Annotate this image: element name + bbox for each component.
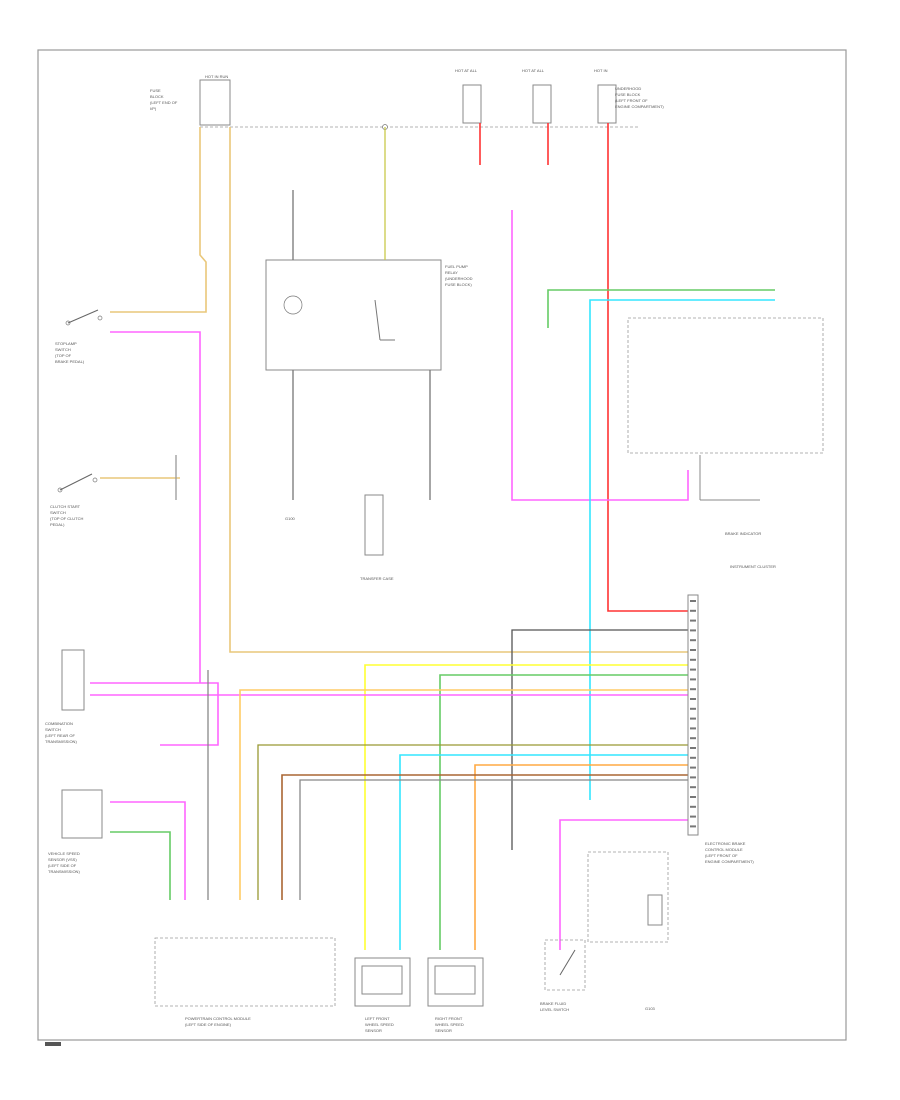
ebcm-pin <box>690 805 696 808</box>
svg-text:ENGINE COMPARTMENT): ENGINE COMPARTMENT) <box>705 859 754 864</box>
svg-text:(TOP OF: (TOP OF <box>55 353 72 358</box>
svg-text:RELAY: RELAY <box>445 270 458 275</box>
ebcm-pin <box>690 756 696 759</box>
ebcm-pin <box>690 776 696 779</box>
svg-text:FUSE BLOCK: FUSE BLOCK <box>615 92 641 97</box>
svg-text:(LEFT SIDE OF ENGINE): (LEFT SIDE OF ENGINE) <box>185 1022 232 1027</box>
svg-text:HOT IN: HOT IN <box>594 68 608 73</box>
ebcm-pin <box>690 658 696 661</box>
brake-fluid-level-switch: BRAKE FLUID LEVEL SWITCH <box>540 939 586 1012</box>
svg-text:PEDAL): PEDAL) <box>50 522 65 527</box>
svg-text:BRAKE PEDAL): BRAKE PEDAL) <box>55 359 85 364</box>
clutch-start-switch: CLUTCH START SWITCH (TOP OF CLUTCH PEDAL… <box>50 473 98 527</box>
svg-text:WHEEL SPEED: WHEEL SPEED <box>435 1022 464 1027</box>
svg-text:(LEFT SIDE OF: (LEFT SIDE OF <box>48 863 77 868</box>
svg-text:ELECTRONIC BRAKE: ELECTRONIC BRAKE <box>705 841 746 846</box>
svg-text:WHEEL SPEED: WHEEL SPEED <box>365 1022 394 1027</box>
ebcm-pin <box>690 717 696 720</box>
svg-text:HOT IN RUN: HOT IN RUN <box>205 74 228 79</box>
ground-g100: G100 <box>285 516 296 521</box>
ebcm-pin <box>690 815 696 818</box>
svg-text:(TOP OF CLUTCH: (TOP OF CLUTCH <box>50 516 84 521</box>
svg-text:HOT AT ALL: HOT AT ALL <box>522 68 545 73</box>
svg-text:CLUTCH START: CLUTCH START <box>50 504 81 509</box>
svg-text:G103: G103 <box>645 1006 656 1011</box>
svg-text:LEFT FRONT: LEFT FRONT <box>365 1016 390 1021</box>
svg-text:BLOCK: BLOCK <box>150 94 164 99</box>
svg-text:LEVEL SWITCH: LEVEL SWITCH <box>540 1007 569 1012</box>
instrument-cluster: INSTRUMENT CLUSTER BRAKE INDICATOR <box>627 317 824 569</box>
svg-text:(LEFT REAR OF: (LEFT REAR OF <box>45 733 75 738</box>
svg-text:SWITCH: SWITCH <box>50 510 66 515</box>
svg-text:(LEFT FRONT OF: (LEFT FRONT OF <box>615 98 648 103</box>
ebcm-pin <box>690 786 696 789</box>
svg-text:COMBINATION: COMBINATION <box>45 721 73 726</box>
ebcm-pin <box>690 668 696 671</box>
wiring-harness: FUEL PUMP RELAY (UNDERHOOD FUSE BLOCK) <box>90 123 775 950</box>
ebcm-pin <box>690 796 696 798</box>
ebcm-pin <box>690 698 696 700</box>
ground-g103: G103 <box>587 851 669 1011</box>
svg-text:POWERTRAIN CONTROL MODULE: POWERTRAIN CONTROL MODULE <box>185 1016 251 1021</box>
svg-text:(UNDERHOOD: (UNDERHOOD <box>445 276 473 281</box>
svg-text:UNDERHOOD: UNDERHOOD <box>615 86 641 91</box>
svg-text:SWITCH: SWITCH <box>55 347 71 352</box>
ebcm-pin <box>690 688 696 691</box>
ebcm-pin <box>690 600 696 602</box>
ebcm-pin <box>690 737 696 740</box>
svg-text:(LEFT FRONT OF: (LEFT FRONT OF <box>705 853 738 858</box>
ebcm-pin <box>690 619 696 622</box>
left-front-wheel-speed-sensor: LEFT FRONT WHEEL SPEED SENSOR <box>354 957 411 1033</box>
svg-text:I/P): I/P) <box>150 106 157 111</box>
ebcm-pin <box>690 825 696 828</box>
fuse-block: HOT IN RUN HOT AT ALL HOT AT ALL HOT IN … <box>150 68 664 130</box>
ebcm-pin <box>690 766 696 769</box>
svg-text:(LEFT END OF: (LEFT END OF <box>150 100 178 105</box>
right-front-wheel-speed-sensor: RIGHT FRONT WHEEL SPEED SENSOR <box>427 957 484 1033</box>
ebcm-pin <box>690 609 696 612</box>
svg-text:BRAKE INDICATOR: BRAKE INDICATOR <box>725 531 761 536</box>
powertrain-control-module: POWERTRAIN CONTROL MODULE (LEFT SIDE OF … <box>154 937 336 1027</box>
svg-text:SENSOR: SENSOR <box>435 1028 452 1033</box>
svg-text:SENSOR (VSS): SENSOR (VSS) <box>48 857 77 862</box>
ebcm-pin <box>690 678 696 681</box>
svg-text:INSTRUMENT CLUSTER: INSTRUMENT CLUSTER <box>730 564 776 569</box>
ground-transfer: TRANSFER CASE <box>360 494 394 581</box>
svg-text:RIGHT FRONT: RIGHT FRONT <box>435 1016 463 1021</box>
ebcm-pin <box>690 747 696 749</box>
svg-text:SENSOR: SENSOR <box>365 1028 382 1033</box>
transmission-range-switch: COMBINATION SWITCH (LEFT REAR OF TRANSMI… <box>45 649 85 744</box>
stoplamp-switch: STOPLAMP SWITCH (TOP OF BRAKE PEDAL) <box>55 309 103 364</box>
svg-text:TRANSMISSION): TRANSMISSION) <box>48 869 80 874</box>
svg-text:FUSE: FUSE <box>150 88 161 93</box>
svg-text:ENGINE COMPARTMENT): ENGINE COMPARTMENT) <box>615 104 664 109</box>
svg-text:FUEL PUMP: FUEL PUMP <box>445 264 468 269</box>
ebcm-pin <box>690 727 696 730</box>
svg-text:TRANSFER CASE: TRANSFER CASE <box>360 576 394 581</box>
svg-text:HOT AT ALL: HOT AT ALL <box>455 68 478 73</box>
svg-text:VEHICLE SPEED: VEHICLE SPEED <box>48 851 80 856</box>
ebcm-pin <box>690 649 696 651</box>
svg-text:CONTROL MODULE: CONTROL MODULE <box>705 847 743 852</box>
svg-text:G100: G100 <box>285 516 296 521</box>
vehicle-speed-sensor: VEHICLE SPEED SENSOR (VSS) (LEFT SIDE OF… <box>48 789 103 874</box>
svg-text:STOPLAMP: STOPLAMP <box>55 341 77 346</box>
electronic-brake-control-module: ELECTRONIC BRAKE CONTROL MODULE (LEFT FR… <box>687 594 754 864</box>
diagram-frame <box>37 49 847 1041</box>
svg-text:SWITCH: SWITCH <box>45 727 61 732</box>
ebcm-pin <box>690 629 696 632</box>
fuel-pump-relay <box>265 259 442 371</box>
diagram-code-marker <box>45 1042 61 1046</box>
svg-text:FUSE BLOCK): FUSE BLOCK) <box>445 282 472 287</box>
ebcm-pin <box>690 707 696 710</box>
ebcm-pin <box>690 639 696 642</box>
svg-text:TRANSMISSION): TRANSMISSION) <box>45 739 77 744</box>
svg-text:BRAKE FLUID: BRAKE FLUID <box>540 1001 566 1006</box>
